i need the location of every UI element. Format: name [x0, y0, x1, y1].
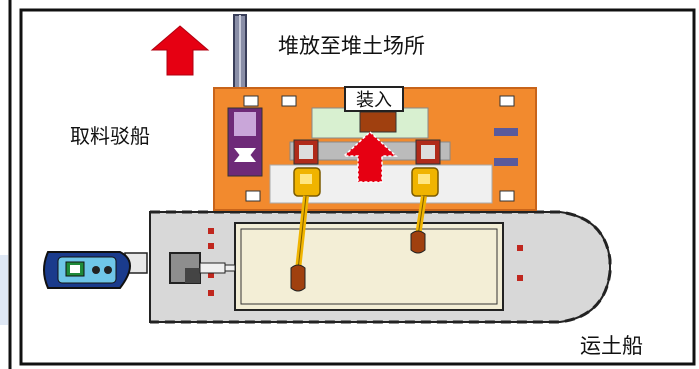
tugboat-icon — [43, 251, 148, 289]
arrow-up-icon — [150, 25, 210, 76]
load-in-label: 装入 — [344, 86, 404, 112]
arrow-up-icon — [342, 130, 398, 183]
ship-cabin — [169, 252, 236, 284]
soil-carrier-ship — [149, 210, 612, 324]
soil-carrier-label: 运土船 — [580, 334, 643, 358]
cargo-hold — [234, 222, 504, 311]
left-panel-edge — [0, 0, 12, 369]
excavator-icon — [410, 167, 439, 254]
excavator-icon — [290, 167, 321, 292]
fetch-barge-label: 取料驳船 — [70, 124, 150, 148]
stockpile-destination-label: 堆放至堆土场所 — [278, 34, 425, 58]
